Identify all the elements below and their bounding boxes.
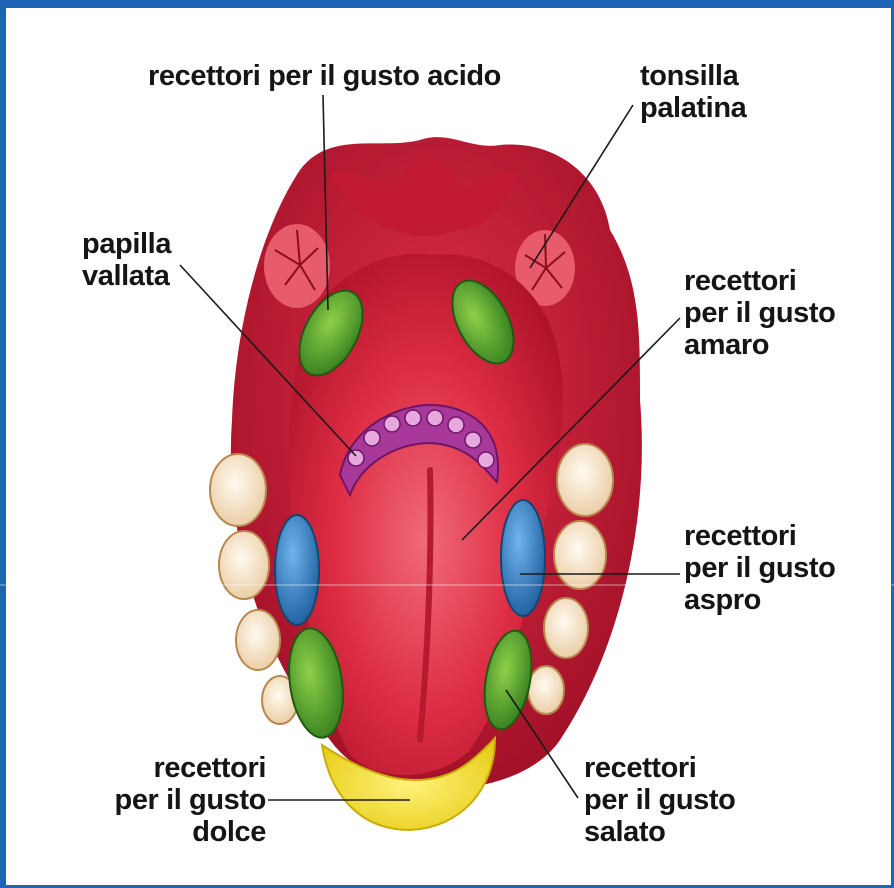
label-aspro: recettori per il gusto aspro bbox=[684, 520, 836, 616]
aspro-zone-left bbox=[275, 515, 319, 625]
aspro-zone-right bbox=[501, 500, 545, 616]
label-amaro: recettori per il gusto amaro bbox=[684, 265, 836, 361]
label-salato: recettori per il gusto salato bbox=[584, 752, 736, 848]
label-tonsilla: tonsilla palatina bbox=[640, 60, 746, 124]
label-acido: recettori per il gusto acido bbox=[148, 60, 501, 92]
label-papilla: papilla vallata bbox=[82, 228, 171, 292]
label-dolce: recettori per il gusto dolce bbox=[100, 752, 266, 848]
tonsil-left bbox=[264, 224, 330, 308]
